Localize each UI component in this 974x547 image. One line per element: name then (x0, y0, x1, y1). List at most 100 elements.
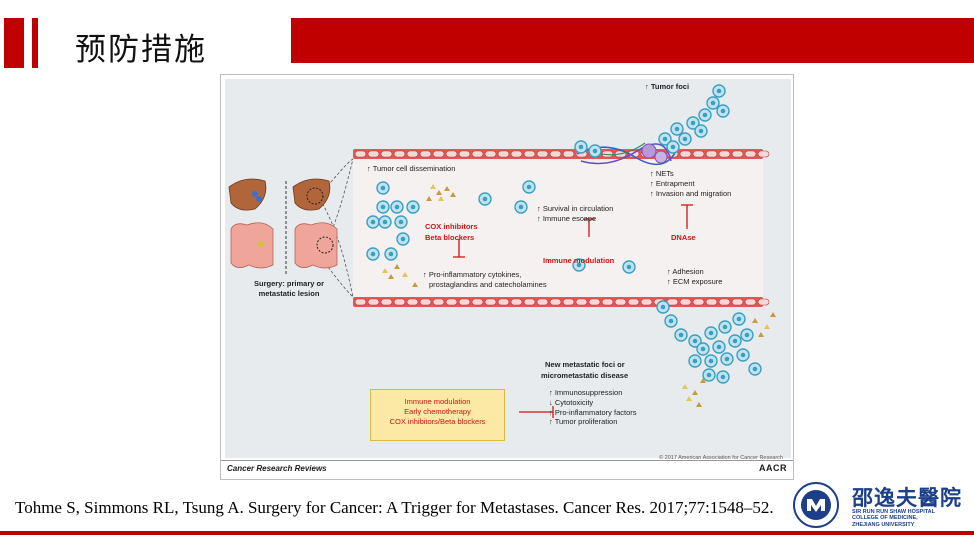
endothelial-cell (679, 150, 692, 158)
endothelial-cell (549, 298, 562, 306)
colon-icon (230, 222, 274, 269)
endothelial-cell (367, 298, 380, 306)
treatment-item: COX inhibitors/Beta blockers (389, 417, 486, 427)
cell-nucleus (744, 332, 750, 338)
cell-nucleus (708, 330, 714, 336)
platelet (438, 196, 444, 201)
endothelial-cell (705, 150, 718, 158)
endothelial-cell (718, 298, 731, 306)
zoom-line (319, 198, 354, 298)
cell-nucleus (668, 318, 674, 324)
endothelial-cell (432, 150, 445, 158)
platelet (412, 282, 418, 287)
cell-nucleus (752, 366, 758, 372)
cell-nucleus (380, 204, 386, 210)
endothelial-cell (731, 150, 744, 158)
endothelial-cell (705, 298, 718, 306)
label-beta: Beta blockers (425, 233, 475, 242)
platelet (402, 272, 408, 277)
label-dnase: DNAse (671, 233, 696, 242)
platelet (450, 192, 456, 197)
treatment-item: Immune modulation (404, 397, 471, 406)
label-survival: ↑ Survival in circulation (537, 204, 614, 213)
endothelial-cell (406, 150, 419, 158)
cell-nucleus (682, 136, 688, 142)
platelets (382, 184, 776, 407)
endothelial-cell (510, 298, 523, 306)
cell-nucleus (380, 185, 386, 191)
citation: Tohme S, Simmons RL, Tsung A. Surgery fo… (15, 498, 774, 517)
cell-nucleus (702, 112, 708, 118)
endothelial-cell (497, 298, 510, 306)
platelet (764, 324, 770, 329)
cell-nucleus (700, 346, 706, 352)
platelet (682, 384, 688, 389)
cell-nucleus (626, 264, 632, 270)
endothelial-cell (523, 150, 536, 158)
endothelial-cell (354, 150, 367, 158)
cell-nucleus (398, 219, 404, 225)
title-accent-bar (4, 18, 24, 68)
endothelial-cell (406, 298, 419, 306)
cell-nucleus (674, 126, 680, 132)
cell-nucleus (722, 324, 728, 330)
endothelial-cell (562, 150, 575, 158)
cell-nucleus (482, 196, 488, 202)
endothelial-cell (393, 298, 406, 306)
endothelial-cell (367, 150, 380, 158)
cell-nucleus (388, 251, 394, 257)
cell-nucleus (578, 144, 584, 150)
journal-name: Cancer Research Reviews (227, 464, 327, 473)
label-new-foci-1: New metastatic foci or (545, 360, 625, 369)
label-proinflammatory-1: ↑ Pro-inflammatory cytokines, (423, 270, 522, 279)
label-immune-modulation: Immune modulation (543, 256, 615, 265)
diagram-graphics (228, 84, 776, 418)
cell-nucleus (370, 251, 376, 257)
endothelial-cell (575, 298, 588, 306)
label-cox: COX inhibitors (425, 222, 478, 231)
endothelial-cell (562, 298, 575, 306)
endothelial-cell (627, 298, 640, 306)
endothelial-cell (731, 298, 744, 306)
platelet (388, 274, 394, 279)
endothelial-cell (354, 298, 367, 306)
hospital-name-en-line: ZHEJIANG UNIVERSITY (852, 521, 915, 528)
cell-nucleus (576, 262, 582, 268)
platelet (394, 264, 400, 269)
cell-nucleus (706, 372, 712, 378)
zoom-line (319, 158, 354, 194)
cell-nucleus (736, 316, 742, 322)
label-nets: ↑ NETs (650, 169, 674, 178)
resection-marker (316, 236, 334, 254)
treatment-item: Early chemotherapy (404, 407, 471, 417)
cell-nucleus (662, 136, 668, 142)
label-ecm: ↑ ECM exposure (667, 277, 723, 286)
figure-panel: ↑ Tumor foci ↑ Tumor cell dissemination … (225, 79, 791, 461)
label-dissemination: ↑ Tumor cell dissemination (367, 164, 456, 173)
liver-icon (292, 178, 331, 211)
liver-icon (228, 178, 267, 211)
label-invasion: ↑ Invasion and migration (650, 189, 732, 198)
cell-nucleus (382, 219, 388, 225)
endothelial-cell (445, 150, 458, 158)
endothelial-cell (458, 298, 471, 306)
endothelial-cell (497, 150, 510, 158)
platelet (700, 378, 706, 383)
cell-nucleus (716, 344, 722, 350)
endothelial-cell (757, 298, 770, 306)
cell-nucleus (740, 352, 746, 358)
tumor-cells (366, 84, 762, 384)
cell-nucleus (716, 88, 722, 94)
endothelial-cell (536, 298, 549, 306)
figure-footer: Cancer Research Reviews AACR (221, 460, 793, 479)
tumor-icon (258, 241, 264, 247)
endothelial-cell (692, 298, 705, 306)
cell-nucleus (670, 144, 676, 150)
hospital-name-cn: 邵逸夫醫院 (852, 485, 962, 510)
endothelial-cell (419, 298, 432, 306)
hospital-emblem-icon (793, 482, 839, 528)
endothelial-cell (718, 150, 731, 158)
label-surgery-2: metastatic lesion (258, 289, 320, 298)
endothelial-cell (523, 298, 536, 306)
label-proinflammatory-2: prostaglandins and catecholamines (429, 280, 547, 289)
